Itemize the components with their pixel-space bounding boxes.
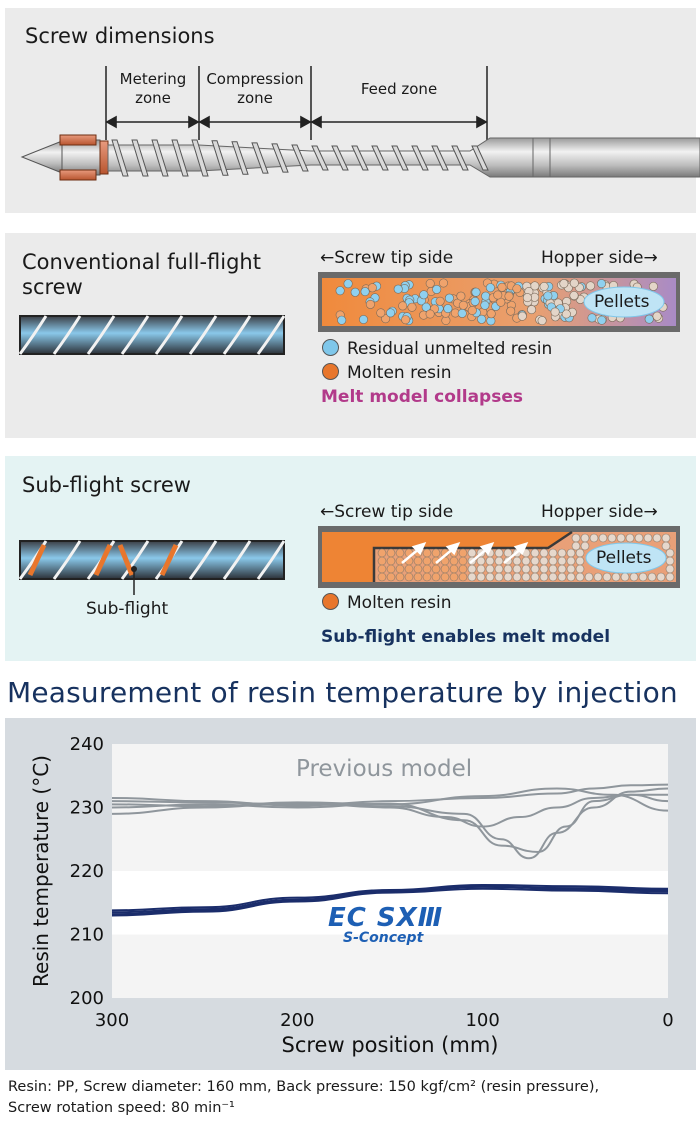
chart-band-2: [112, 934, 668, 998]
compression-zone-line2: zone: [237, 89, 273, 107]
metering-zone-line1: Metering: [119, 70, 187, 88]
sub-flight-label: Sub-flight: [86, 599, 169, 619]
pellet-particles-2: [377, 533, 675, 582]
pellets-bubble-2: [585, 542, 667, 574]
hopper-side-label: Hopper side→: [541, 248, 658, 268]
tip-side-label: ←Screw tip side: [320, 248, 454, 268]
molten-resin-icon: [322, 363, 339, 380]
zone-dividers: [105, 66, 488, 140]
legend-molten-label-2: Molten resin: [347, 593, 452, 613]
x-tick-label: 0: [662, 1010, 673, 1031]
x-tick-label: 100: [465, 1010, 499, 1031]
legend-molten-2: Molten resin: [322, 593, 452, 613]
metering-zone-line2: zone: [135, 89, 171, 107]
y-axis-label: Resin temperature (°C): [29, 755, 53, 987]
sub-flight-screw-title: Sub-flight screw: [22, 473, 191, 497]
molten-resin-icon-2: [322, 593, 339, 610]
check-ring-top: [59, 134, 97, 146]
legend-molten: Molten resin: [322, 363, 452, 383]
series-line-6: [111, 887, 669, 917]
compression-zone-label: Compression zone: [199, 70, 311, 108]
legend-molten-label: Molten resin: [347, 363, 452, 383]
screw-flights: [111, 139, 489, 177]
y-tick-label: 240: [70, 734, 104, 755]
x-axis-label: Screw position (mm): [282, 1033, 499, 1057]
hopper-side-label-2: Hopper side→: [541, 502, 658, 522]
feed-zone-label: Feed zone: [311, 80, 487, 99]
screw-dimensions-illustration: [20, 66, 700, 181]
y-tick-label: 210: [70, 925, 104, 946]
screw-dimensions-panel: [5, 8, 696, 213]
pellets-bubble: [583, 286, 665, 318]
pellets-label: Pellets: [594, 292, 650, 312]
y-tick-label: 230: [70, 798, 104, 819]
legend-unmelted: Residual unmelted resin: [322, 339, 552, 359]
s-concept-logo: S-Concept: [343, 930, 424, 946]
pellet-particles: [335, 278, 668, 326]
conventional-title-line2: screw: [22, 275, 83, 299]
conventional-title-line1: Conventional full-flight: [22, 250, 261, 274]
conventional-screw-title: Conventional full-flight screw: [22, 250, 261, 300]
unmelted-resin-icon: [322, 339, 339, 356]
series-line-4: [111, 787, 669, 812]
screw-body: [107, 137, 700, 178]
measurement-title: Measurement of resin temperature by inje…: [7, 676, 678, 709]
pellets-label-2: Pellets: [596, 548, 652, 568]
zone-arrows: [105, 115, 488, 129]
melt-model-collapses: Melt model collapses: [321, 387, 523, 407]
chart-band-1: [112, 871, 668, 935]
screw-dimensions-title: Screw dimensions: [25, 24, 215, 48]
conventional-screw-flights: [18, 315, 286, 355]
metering-zone-label: Metering zone: [107, 70, 199, 108]
series-line-8: [111, 885, 669, 916]
previous-model-label: Previous model: [296, 756, 473, 782]
y-tick-label: 220: [70, 861, 104, 882]
feed-zone-line1: Feed zone: [360, 80, 438, 98]
melt-flow-arrows: [401, 542, 529, 564]
x-tick-label: 200: [280, 1010, 314, 1031]
sub-flights: [27, 543, 179, 577]
check-ring-bottom: [59, 169, 97, 181]
legend-unmelted-label: Residual unmelted resin: [347, 339, 553, 359]
y-tick-label: 200: [70, 988, 104, 1009]
note-line1: Resin: PP, Screw diameter: 160 mm, Back …: [8, 1079, 600, 1095]
x-tick-label: 300: [95, 1010, 129, 1031]
test-conditions-note: Resin: PP, Screw diameter: 160 mm, Back …: [8, 1077, 599, 1119]
conventional-screw-body: [19, 315, 285, 355]
sub-flight-conclusion: Sub-flight enables melt model: [321, 627, 611, 647]
note-line2: Screw rotation speed: 80 min⁻¹: [8, 1100, 235, 1116]
compression-zone-line1: Compression: [206, 70, 304, 88]
ec-sx-logo: EC SXⅢ: [328, 903, 444, 933]
sub-flight-screw-body: [19, 540, 285, 580]
tip-side-label-2: ←Screw tip side: [320, 502, 454, 522]
